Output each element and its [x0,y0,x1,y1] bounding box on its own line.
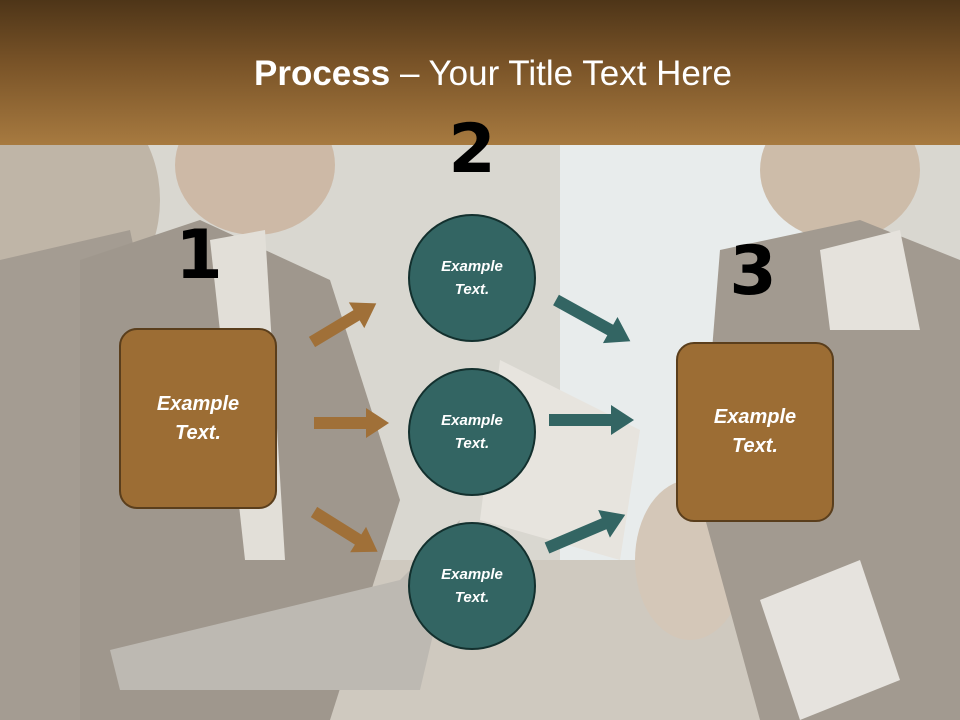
step-number-2: 2 [448,110,496,189]
circle-bottom-label: Example Text. [441,566,503,606]
left-box-label: Example Text. [156,392,240,444]
right-box-label: Example Text. [713,406,797,457]
circle-bottom: Example Text. [408,522,536,650]
arrow-right [314,408,389,438]
step-number-1: 1 [175,216,223,295]
circle-top: Example Text. [408,214,536,342]
arrow-right-up [308,302,377,348]
circle-top-label: Example Text. [441,258,503,298]
title-bold: Process [254,54,391,93]
arrow-right-down [310,506,378,553]
arrow-right [549,405,634,435]
title-rest: – Your Title Text Here [390,54,732,93]
slide-title: Process – Your Title Text Here [0,52,960,96]
circle-middle-label: Example Text. [441,412,503,452]
left-box: Example Text. [119,328,277,509]
step-number-3: 3 [729,232,777,311]
right-box: Example Text. [676,342,834,522]
circle-middle: Example Text. [408,368,536,496]
arrow-right-up [544,509,626,554]
arrow-right-down [553,294,631,344]
title-bar [0,0,960,145]
